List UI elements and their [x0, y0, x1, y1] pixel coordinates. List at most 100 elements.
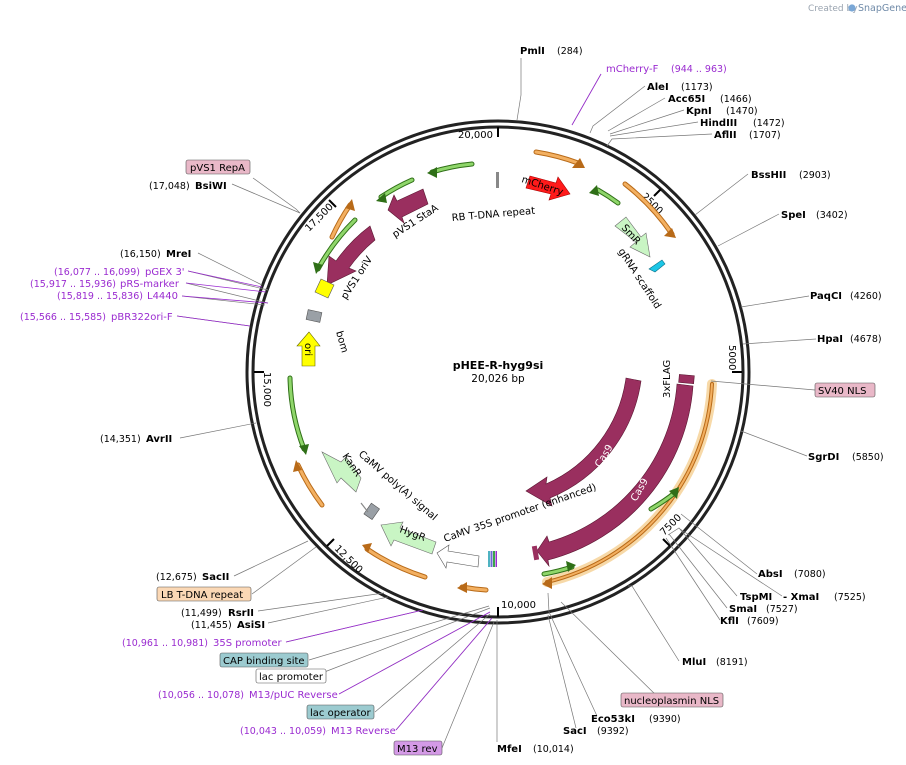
primer-pos: (15,917 .. 15,936) [30, 279, 116, 290]
site-name: Eco53kI [591, 714, 635, 725]
primer-name: L4440 [147, 291, 178, 302]
site-name: AleI [647, 82, 669, 93]
site-pos: (12,675) [156, 572, 197, 583]
primer-name: M13 Reverse [331, 726, 396, 737]
site-name: - XmaI [783, 592, 819, 603]
site-pos: (11,499) [181, 608, 222, 619]
site-pos: (14,351) [100, 434, 141, 445]
primer-pos: (10,056 .. 10,078) [158, 690, 244, 701]
left-sites: (17,048) BsiWI (16,150) MreI (14,351) Av… [100, 181, 265, 631]
site-pos: (7527) [766, 604, 798, 615]
primer-name: pRS-marker [120, 279, 180, 290]
snapgene-logo-icon [848, 4, 856, 12]
site-name: SpeI [781, 210, 806, 221]
site-name: BssHII [751, 170, 786, 181]
primer-name: pGEX 3' [145, 267, 185, 278]
tick-label: 12,500 [332, 543, 365, 576]
primer-pos: (10,043 .. 10,059) [240, 726, 326, 737]
site-pos: (4260) [850, 291, 882, 302]
right-sites: PmlI (284) AleI (1173) Acc65I (1466) Kpn… [497, 46, 884, 755]
plasmid-name: pHEE-R-hyg9si [453, 359, 544, 372]
site-pos: (5850) [852, 452, 884, 463]
site-pos: (7080) [794, 569, 826, 580]
site-pos: (11,455) [191, 620, 232, 631]
primer-labels: mCherry-F (944 .. 963) (16,077 .. 16,099… [20, 64, 727, 737]
site-name: KflI [720, 616, 739, 627]
site-name: AvrII [146, 434, 172, 445]
box-label: M13 rev [397, 744, 438, 755]
site-name: AflII [714, 130, 737, 141]
rb-tdna-label: RB T-DNA repeat [451, 206, 535, 224]
site-pos: (4678) [850, 334, 882, 345]
site-name: SmaI [729, 604, 757, 615]
site-pos: (1470) [726, 106, 758, 117]
site-pos: (1173) [681, 82, 713, 93]
backbone-outer [245, 119, 751, 625]
site-name: MreI [166, 249, 191, 260]
primer-leaders [176, 73, 602, 731]
site-name: AbsI [758, 569, 783, 580]
site-pos: (7609) [747, 616, 779, 627]
primer-name: pBR322ori-F [111, 312, 173, 323]
box-label: lac promoter [259, 672, 324, 683]
primer-pos: (10,961 .. 10,981) [122, 638, 208, 649]
site-name: PmlI [520, 46, 545, 57]
watermark-brand: SnapGene [858, 3, 906, 14]
site-pos: (2903) [799, 170, 831, 181]
site-pos: (1472) [753, 118, 785, 129]
flag-label: 3xFLAG [662, 360, 673, 398]
primer-pos: (15,566 .. 15,585) [20, 312, 106, 323]
boxed-labels: pVS1 RepA SV40 NLS nucleoplasmin NLS LB … [156, 159, 876, 756]
site-pos: (1707) [749, 130, 781, 141]
box-label: nucleoplasmin NLS [624, 696, 719, 707]
tick-label: 20,000 [458, 130, 493, 141]
tick-label: 2500 [639, 191, 665, 217]
tick-label: 15,000 [261, 372, 272, 407]
box-label: SV40 NLS [818, 386, 867, 397]
site-name: MluI [682, 657, 706, 668]
site-name: KpnI [686, 106, 712, 117]
primer-pos: (16,077 .. 16,099) [54, 267, 140, 278]
primer-name: mCherry-F [606, 64, 659, 75]
box-label: lac operator [310, 708, 371, 719]
primer-pos: (944 .. 963) [671, 64, 727, 75]
plasmid-length: 20,026 bp [471, 373, 525, 385]
site-name: PaqCI [810, 291, 842, 302]
tick-label: 10,000 [501, 600, 536, 611]
site-pos: (284) [557, 46, 583, 57]
site-name: TspMI [740, 592, 772, 603]
arc-arrowheads [293, 158, 679, 593]
ori-label: ori [302, 343, 313, 356]
site-pos: (17,048) [149, 181, 190, 192]
site-name: SgrDI [808, 452, 839, 463]
site-name: HindIII [700, 118, 737, 129]
scale-ticks [254, 127, 742, 617]
site-pos: (1466) [720, 94, 752, 105]
site-pos: (10,014) [533, 744, 574, 755]
box-label: CAP binding site [223, 656, 305, 667]
site-pos: (9390) [649, 714, 681, 725]
primer-name: 35S promoter [213, 638, 283, 649]
site-name: AsiSI [237, 620, 265, 631]
box-label: pVS1 RepA [190, 163, 245, 174]
site-pos: (8191) [716, 657, 748, 668]
site-name: HpaI [817, 334, 843, 345]
primer-pos: (15,819 .. 15,836) [57, 291, 143, 302]
site-pos: (16,150) [120, 249, 161, 260]
site-pos: (9392) [597, 726, 629, 737]
site-name: SacI [563, 726, 587, 737]
watermark-prefix: Created by [808, 4, 858, 14]
site-name: Acc65I [668, 94, 705, 105]
box-label: LB T-DNA repeat [161, 590, 243, 601]
tick-label: 5000 [726, 345, 737, 370]
site-name: MfeI [497, 744, 522, 755]
bom-label: bom [333, 330, 350, 354]
site-name: RsrII [228, 608, 254, 619]
site-name: SacII [202, 572, 229, 583]
site-pos: (7525) [834, 592, 866, 603]
grna-scaffold-label: gRNA scaffold [615, 247, 662, 312]
site-pos: (3402) [816, 210, 848, 221]
feature-shapes [296, 172, 695, 569]
site-name: BsiWI [195, 181, 227, 192]
